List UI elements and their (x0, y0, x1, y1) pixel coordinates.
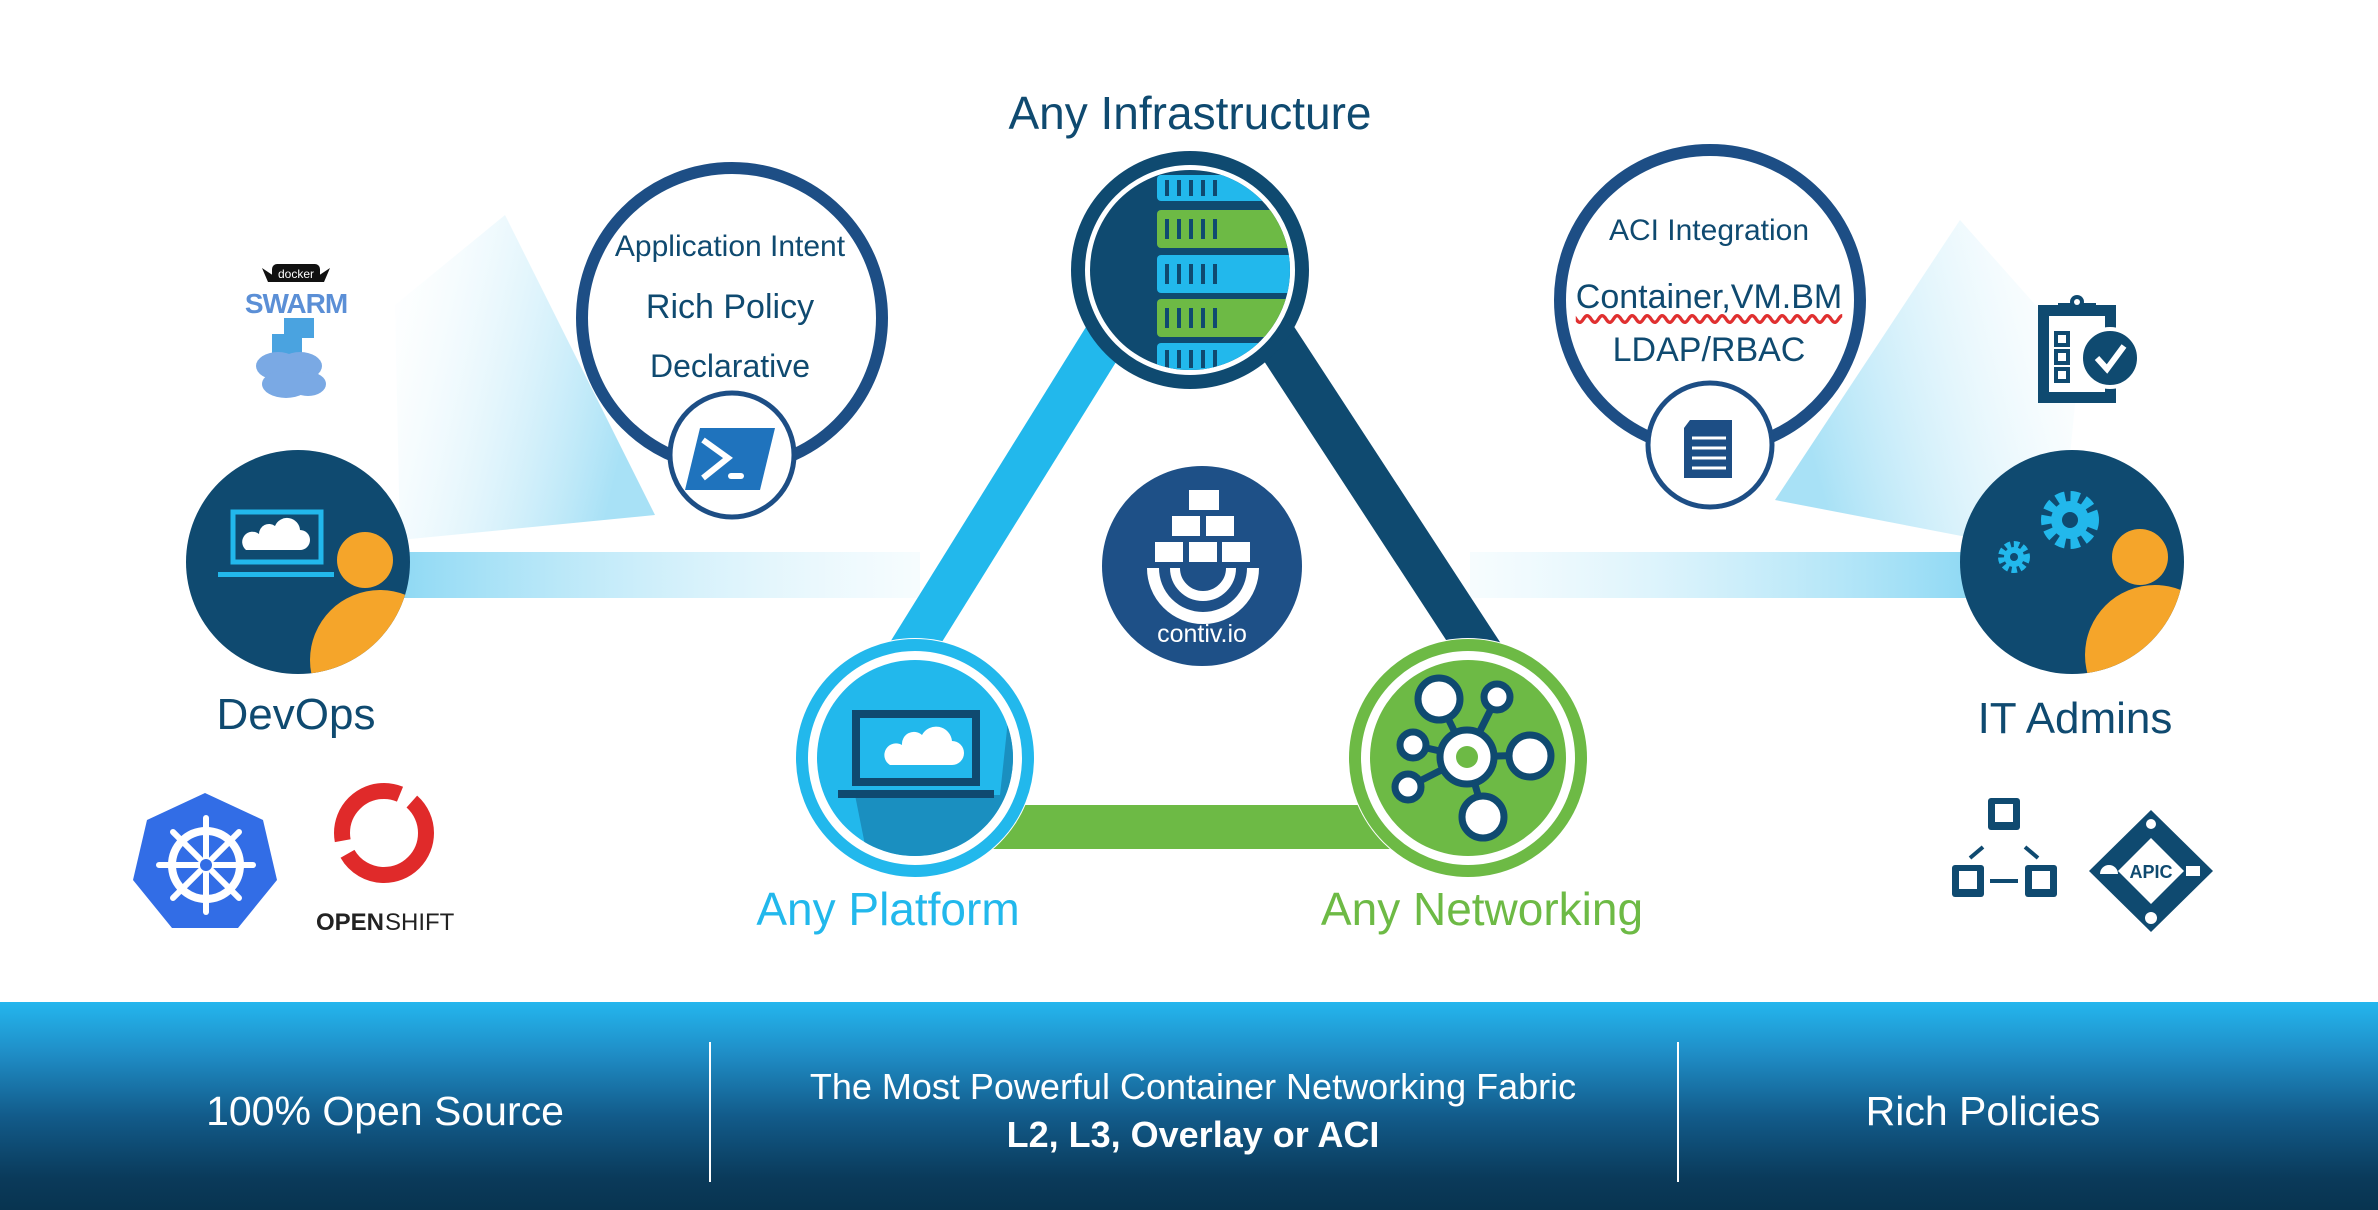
openshift-wordmark-bold: OPEN (316, 909, 384, 936)
footer-open-source: 100% Open Source (206, 1088, 564, 1134)
infrastructure-server-icon (1071, 151, 1309, 389)
document-icon (1684, 420, 1732, 478)
left-beam (400, 552, 920, 598)
triangle-edge-bottom (990, 805, 1410, 849)
infrastructure-title: Any Infrastructure (1008, 87, 1372, 139)
it-admins-label: IT Admins (1977, 694, 2173, 743)
triangle-edge-right (1251, 317, 1524, 703)
contiv-logo (1102, 466, 1302, 666)
right-bubble-line-1: ACI Integration (1608, 214, 1810, 247)
networking-hub-icon (1348, 638, 1588, 878)
left-bubble-line-1: Application Intent (614, 230, 846, 263)
networking-label: Any Networking (1320, 883, 1644, 935)
right-feature-bubble (1554, 144, 1866, 510)
right-bubble-line-2: Container,VM.BM (1575, 278, 1843, 316)
powershell-icon (685, 428, 775, 490)
kubernetes-logo (133, 793, 277, 928)
it-admins-avatar (1960, 450, 2184, 674)
footer-divider-left (709, 1042, 711, 1182)
contiv-label: contiv.io (1157, 620, 1247, 648)
left-bubble-line-2: Rich Policy (645, 288, 815, 326)
left-bubble-line-3: Declarative (649, 348, 811, 384)
footer-banner: 100% Open Source The Most Powerful Conta… (0, 1002, 2378, 1210)
right-bubble-line-3: LDAP/RBAC (1612, 331, 1806, 369)
swarm-wordmark: SWARM (245, 288, 347, 319)
footer-fabric-line2: L2, L3, Overlay or ACI (1006, 1114, 1380, 1155)
left-feature-bubble (576, 162, 888, 520)
platform-laptop-icon (795, 638, 1035, 878)
docker-wordmark: docker (278, 267, 314, 281)
left-spotlight-cone (395, 215, 655, 540)
small-gear-icon (1998, 541, 2030, 573)
footer-rich-policies: Rich Policies (1865, 1088, 2101, 1134)
platform-label: Any Platform (756, 883, 1020, 935)
devops-label: DevOps (216, 690, 376, 739)
openshift-wordmark-light: SHIFT (385, 909, 455, 936)
right-spotlight-cone (1775, 220, 2080, 555)
clipboard-check-icon (2038, 295, 2141, 403)
gear-icon (2041, 491, 2099, 549)
apic-icon: APIC (2089, 810, 2213, 932)
openshift-logo: OPEN SHIFT (316, 783, 455, 936)
docker-swarm-logo: docker SWARM (245, 264, 348, 398)
footer-divider-right (1677, 1042, 1679, 1182)
footer-fabric-line1: The Most Powerful Container Networking F… (809, 1066, 1577, 1107)
apic-label: APIC (2129, 862, 2172, 882)
right-beam (1470, 552, 1970, 598)
topology-icon (1952, 798, 2057, 897)
